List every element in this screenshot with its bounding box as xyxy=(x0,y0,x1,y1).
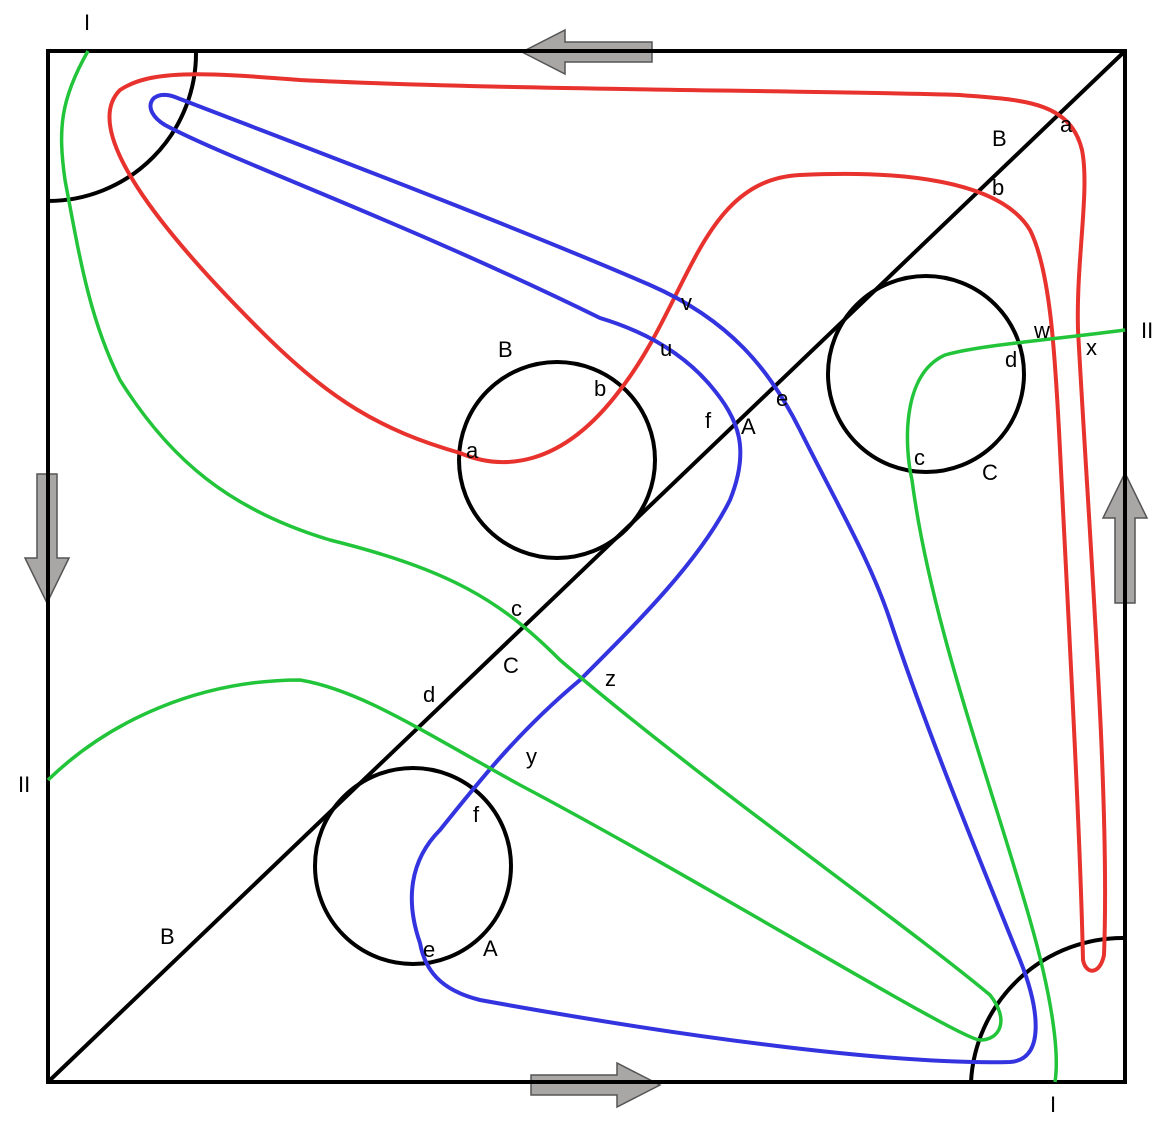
label-diag-f: f xyxy=(705,408,712,433)
label-diag-C: C xyxy=(503,653,519,678)
circle-b xyxy=(457,360,657,560)
corner-arc-bottom-right xyxy=(969,935,1126,1083)
label-corner-bottom-right: I xyxy=(1050,1092,1056,1117)
label-circle-c-name: C xyxy=(982,460,998,485)
label-circle-b-b: b xyxy=(594,376,606,401)
label-cross-w: w xyxy=(1033,318,1050,343)
circle-a xyxy=(313,766,513,966)
circle-c xyxy=(826,274,1026,474)
diagonal-line xyxy=(46,49,1127,1084)
label-circle-b-a: a xyxy=(466,438,479,463)
red-curve xyxy=(107,72,1108,973)
label-diag-bottom: B xyxy=(160,924,175,949)
label-circle-c-c: c xyxy=(914,445,925,470)
label-diag-top: B xyxy=(992,126,1007,151)
label-diag-A: A xyxy=(741,414,756,439)
label-diag-b-top: b xyxy=(992,175,1004,200)
green-curve-i xyxy=(46,50,1003,1042)
label-edge-right: II xyxy=(1141,318,1153,343)
blue-curve xyxy=(148,93,1038,1065)
label-diag-a-top: a xyxy=(1060,112,1073,137)
label-circle-a-e: e xyxy=(423,937,435,962)
green-curve-ii xyxy=(905,328,1126,1083)
arrow-bottom-right-icon xyxy=(530,1061,662,1109)
label-diag-e: e xyxy=(776,386,788,411)
corner-arc-top-left xyxy=(47,50,199,203)
label-cross-y: y xyxy=(526,744,537,769)
label-circle-b-name: B xyxy=(498,337,513,362)
label-diag-c: c xyxy=(511,596,522,621)
label-cross-z: z xyxy=(605,666,616,691)
label-corner-top-left: I xyxy=(84,10,90,35)
square-frame xyxy=(46,49,1127,1084)
label-circle-c-d: d xyxy=(1005,347,1017,372)
label-cross-v: v xyxy=(681,290,692,315)
label-cross-u: u xyxy=(660,336,672,361)
label-circle-a-f: f xyxy=(473,802,480,827)
label-diag-d: d xyxy=(423,682,435,707)
label-edge-left: II xyxy=(18,772,30,797)
label-cross-x: x xyxy=(1086,335,1097,360)
label-circle-a-name: A xyxy=(483,936,498,961)
